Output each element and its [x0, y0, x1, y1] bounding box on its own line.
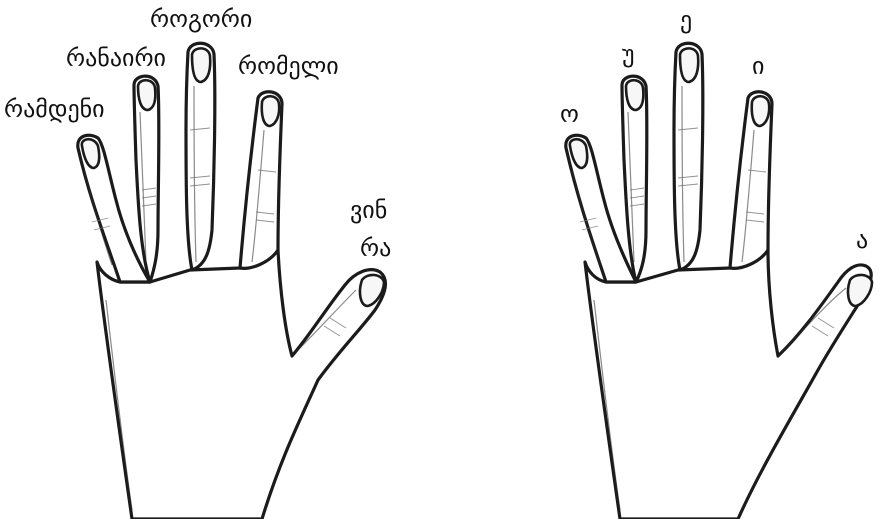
right-ring-label: უ [622, 40, 635, 68]
left-pinky-label: რამდენი [4, 95, 105, 123]
left-thumb-label-line1: ვინ [350, 196, 387, 224]
left-index-label: რომელი [238, 52, 339, 80]
left-middle-nail [192, 48, 210, 82]
right-index-nail [752, 96, 769, 126]
left-ring-label: რანაირი [66, 44, 166, 72]
right-thumb-label: ა [856, 226, 868, 254]
right-hand: ო უ ე ი ა [560, 6, 872, 519]
right-pinky-label: ო [560, 100, 579, 128]
left-thumb-label-line2: რა [360, 234, 391, 262]
left-hand: რამდენი რანაირი როგორი რომელი ვინ რა [4, 5, 391, 519]
right-middle-label: ე [680, 6, 692, 34]
right-index-label: ი [752, 52, 764, 80]
left-ring-nail [138, 80, 155, 110]
left-middle-label: როგორი [150, 5, 252, 33]
left-index-nail [262, 96, 279, 126]
right-middle-nail [680, 48, 698, 82]
right-thumb-nail [848, 275, 872, 306]
right-ring-nail [626, 80, 643, 110]
